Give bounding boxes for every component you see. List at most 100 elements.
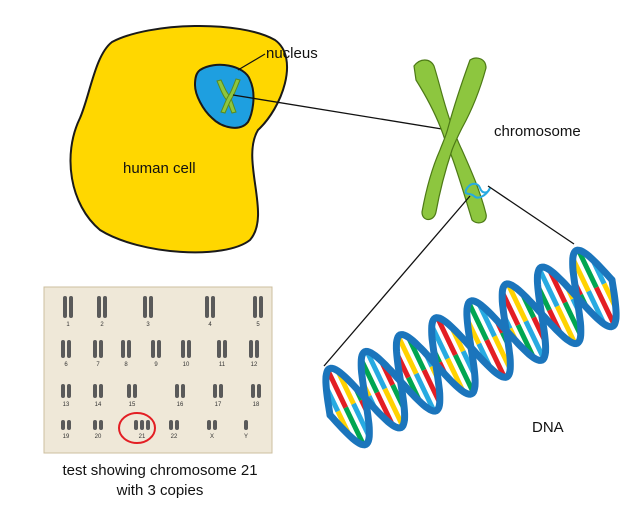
- karyotype-chromosome: [61, 384, 65, 398]
- karyotype-chromosome: [133, 384, 137, 398]
- karyotype-chromosome: [127, 340, 131, 358]
- karyotype-chromosome: [61, 340, 65, 358]
- dna-label: DNA: [532, 419, 564, 436]
- karyotype-number: 20: [95, 434, 102, 440]
- karyotype-chromosome: [140, 420, 144, 430]
- karyotype-chromosome: [93, 420, 97, 430]
- karyotype-chromosome: [211, 296, 215, 318]
- karyotype-caption-line-1: test showing chromosome 21: [62, 462, 258, 479]
- karyotype-number: 14: [95, 402, 102, 408]
- karyotype-chromosome: [223, 340, 227, 358]
- karyotype-chromosome: [99, 420, 103, 430]
- karyotype-number: 6: [64, 362, 68, 368]
- karyotype-chromosome: [143, 296, 147, 318]
- karyotype-chromosome: [99, 384, 103, 398]
- karyotype-number: 2: [100, 322, 104, 328]
- karyotype-chromosome: [205, 296, 209, 318]
- dna-base-pairs: [323, 249, 619, 446]
- karyotype-number: 8: [124, 362, 128, 368]
- dna-base-pair-segment: [523, 320, 546, 360]
- dna-base-pair-segment: [325, 369, 348, 409]
- karyotype-chromosome: [149, 296, 153, 318]
- karyotype-number: 12: [251, 362, 258, 368]
- nucleus-to-chromosome-line: [232, 94, 449, 131]
- karyotype-chromosome: [181, 340, 185, 358]
- karyotype-number: 11: [219, 362, 226, 368]
- karyotype-chromosomes: [61, 296, 263, 430]
- karyotype-chromosome: [99, 340, 103, 358]
- karyotype-number: 22: [171, 434, 178, 440]
- zoom-line-left: [323, 195, 471, 367]
- dna-base-pair-segment: [396, 335, 419, 375]
- karyotype-chromosome: [255, 340, 259, 358]
- karyotype-number: 4: [208, 322, 212, 328]
- dna-base-pair-segment: [364, 350, 388, 390]
- karyotype-chromosome: [169, 420, 173, 430]
- chromosome-21-highlight-circle: [118, 412, 156, 444]
- karyotype-chromosome: [67, 340, 71, 358]
- karyotype-number: 15: [129, 402, 136, 408]
- karyotype-chromosome: [157, 340, 161, 358]
- karyotype-chromosome: [103, 296, 107, 318]
- karyotype-number: 9: [154, 362, 158, 368]
- dna-base-pair-segment: [576, 249, 599, 289]
- karyotype-chromosome: [134, 420, 138, 430]
- karyotype-chromosome: [181, 384, 185, 398]
- karyotype-number: 13: [63, 402, 70, 408]
- dna-base-pair-segment: [484, 338, 507, 379]
- karyotype-chromosome: [244, 420, 248, 430]
- karyotype-chromosome: [151, 340, 155, 358]
- karyotype-chromosome: [146, 420, 150, 430]
- karyotype-number: Y: [244, 434, 248, 440]
- karyotype-chromosome: [127, 384, 131, 398]
- karyotype-number: 1: [66, 322, 70, 328]
- dna-base-pair-segment: [343, 406, 366, 446]
- karyotype-chromosome: [69, 296, 73, 318]
- dna-base-pair-segment: [453, 353, 476, 394]
- human-cell-label: human cell: [123, 160, 196, 177]
- chromosome-shape: [413, 57, 487, 224]
- karyotype-chromosome: [175, 384, 179, 398]
- zoom-line-right: [487, 185, 575, 245]
- dna-base-pair-segment: [435, 316, 458, 357]
- dna-strand-2: [322, 263, 620, 432]
- karyotype-chromosome: [207, 420, 211, 430]
- karyotype-chromosome: [93, 384, 97, 398]
- karyotype-chromosome: [219, 384, 223, 398]
- dna-base-pair-segment: [413, 372, 437, 413]
- karyotype-chromosome: [67, 384, 71, 398]
- karyotype-number: 10: [183, 362, 190, 368]
- karyotype-number: 7: [96, 362, 100, 368]
- nucleus-chromosome-icon: [216, 78, 241, 114]
- karyotype-chromosome: [213, 420, 217, 430]
- dna-base-pair-segment: [537, 267, 560, 308]
- karyotype-chromosome: [187, 340, 191, 358]
- karyotype-chromosome: [93, 340, 97, 358]
- karyotype-number: 5: [256, 322, 260, 328]
- dna-base-pair-segment: [594, 286, 617, 326]
- karyotype-chromosome: [121, 340, 125, 358]
- dna-base-pair-segment: [554, 305, 578, 345]
- karyotype-chromosome: [253, 296, 257, 318]
- karyotype-number: 19: [63, 434, 70, 440]
- chromosome-label: chromosome: [494, 123, 581, 140]
- dna-base-pair-segment: [382, 387, 405, 428]
- karyotype-number: 17: [215, 402, 222, 408]
- karyotype-panel: [43, 286, 273, 454]
- karyotype-number: 18: [253, 402, 260, 408]
- karyotype-number: 21: [139, 434, 146, 440]
- karyotype-chromosome: [61, 420, 65, 430]
- karyotype-chromosome: [63, 296, 67, 318]
- karyotype-chromosome: [259, 296, 263, 318]
- dna-base-pair-segment: [466, 301, 489, 342]
- karyotype-caption-line-2: with 3 copies: [116, 482, 204, 499]
- karyotype-number: 16: [177, 402, 184, 408]
- nucleus-pointer-line: [237, 53, 266, 71]
- karyotype-number: X: [210, 434, 214, 440]
- karyotype-chromosome: [175, 420, 179, 430]
- karyotype-chromosome: [213, 384, 217, 398]
- karyotype-chromosome: [249, 340, 253, 358]
- karyotype-chromosome: [67, 420, 71, 430]
- karyotype-chromosome: [217, 340, 221, 358]
